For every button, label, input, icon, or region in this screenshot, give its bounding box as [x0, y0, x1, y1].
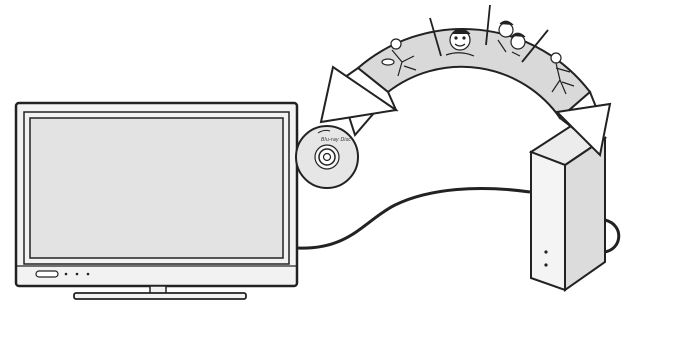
usb-cable-icon: [297, 186, 531, 250]
hdd-led-1: [544, 250, 548, 254]
tv-icon: [14, 101, 299, 300]
photo-smiling-face: [445, 28, 475, 57]
disc-logo-text: Blu-ray Disc: [321, 137, 351, 143]
tv-stand-base: [73, 292, 247, 300]
arrow-head-right: [554, 102, 612, 158]
hdd-led-2: [544, 263, 548, 267]
photo-person-sitting: [381, 38, 417, 77]
photo-two-people: [497, 20, 526, 57]
tv-power-indicator: [35, 270, 59, 278]
tv-screen: [29, 117, 284, 259]
blu-ray-disc-icon: Blu-ray Disc: [295, 125, 359, 189]
photo-standing-figure: [550, 52, 575, 95]
arrow-head-left: [319, 65, 399, 124]
external-hdd-icon: [528, 124, 608, 292]
cable-rear-loop: [603, 218, 621, 254]
